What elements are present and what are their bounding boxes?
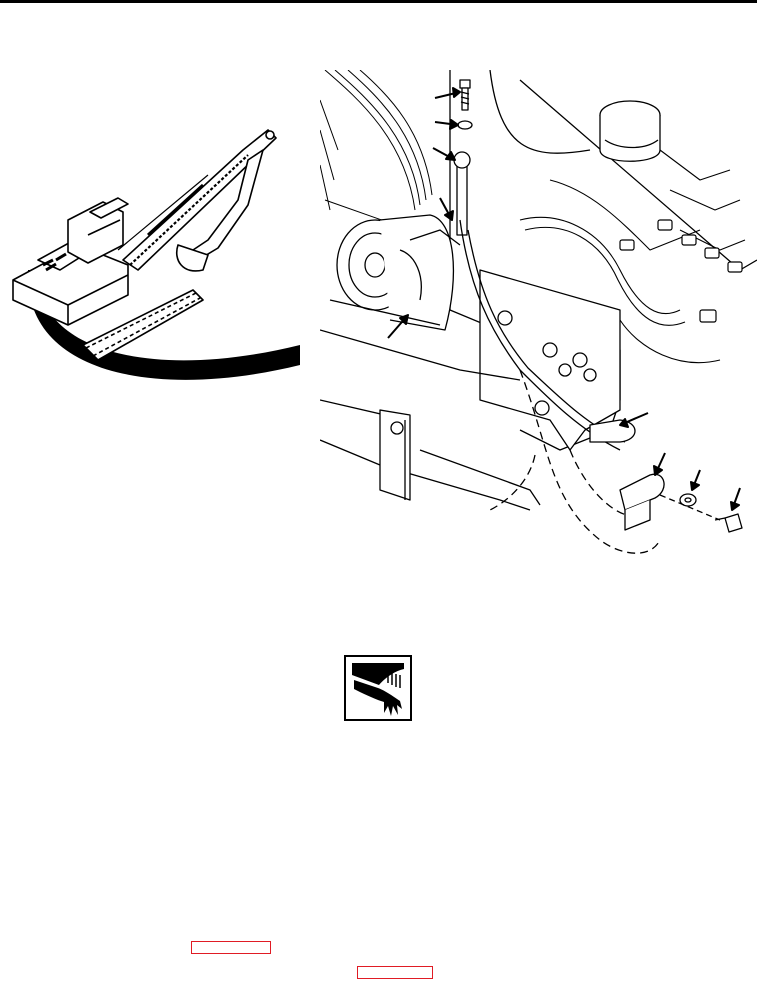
reference-link-2-label <box>358 972 361 982</box>
hand-crush-hazard-icon <box>344 655 412 721</box>
header-rule <box>0 0 757 3</box>
excavator-locator-icon <box>12 129 300 380</box>
engine-compressor-exploded-icon <box>320 70 757 554</box>
reference-link-2[interactable] <box>357 966 433 979</box>
reference-link-1[interactable] <box>191 941 271 954</box>
reference-link-1-label <box>192 947 195 957</box>
